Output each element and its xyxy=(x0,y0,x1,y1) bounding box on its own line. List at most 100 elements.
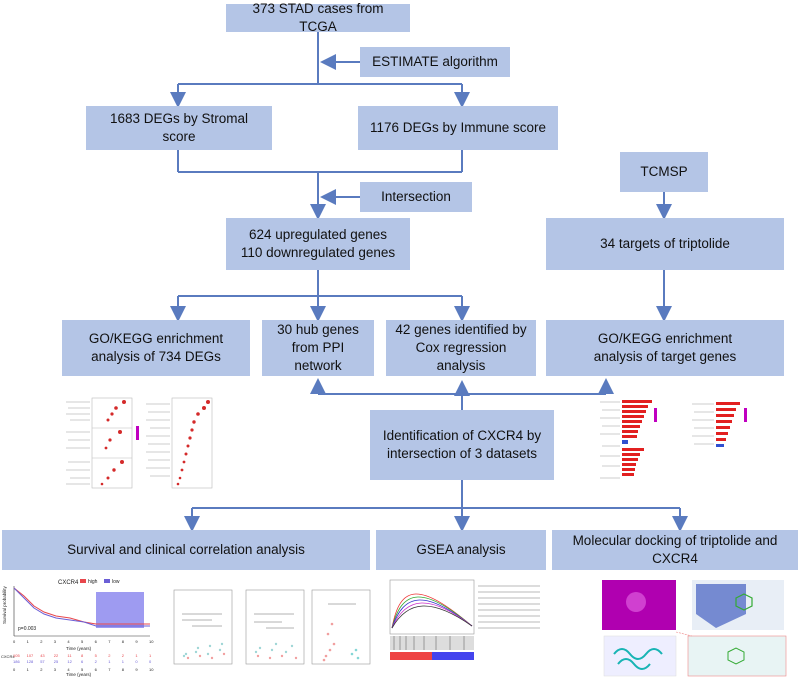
km-tick-label: 7 xyxy=(108,639,111,644)
km-risk-low-count: 0 xyxy=(149,659,152,664)
km-tick-label: 0 xyxy=(13,639,16,644)
km-risk-tick-label: 8 xyxy=(122,667,125,672)
clinical-correlation-boxplots xyxy=(162,574,374,678)
km-legend-low-swatch xyxy=(104,579,110,583)
upregulated-label: 624 upregulated genes xyxy=(248,226,388,242)
km-legend-low: low xyxy=(112,579,120,585)
km-risk-high-count: 11 xyxy=(67,653,72,658)
km-ylabel: Survival probability xyxy=(2,585,7,624)
km-xlabel: Time (years) xyxy=(66,646,92,651)
km-tick-label: 10 xyxy=(149,639,154,644)
km-risk-tick-label: 10 xyxy=(149,667,154,672)
km-risk-low-count: 1 xyxy=(108,659,111,664)
stromal-degs-label: 1683 DEGs by Stromal score xyxy=(109,110,249,144)
estimate-algorithm-box: ESTIMATE algorithm xyxy=(360,47,510,77)
km-risk-tick-label: 4 xyxy=(67,667,70,672)
gsea-analysis-box: GSEA analysis xyxy=(376,530,546,570)
cox-genes-line2: Cox regression analysis xyxy=(415,339,507,374)
triptolide-targets-label: 34 targets of triptolide xyxy=(600,235,730,251)
cxcr4-identification-box: Identification of CXCR4 by intersection … xyxy=(370,410,554,480)
intersection-box: Intersection xyxy=(360,182,472,212)
gsea-analysis-label: GSEA analysis xyxy=(416,541,506,557)
gokegg-degs-dotplots xyxy=(62,396,252,496)
tcmsp-label: TCMSP xyxy=(640,163,688,179)
km-risk-low-count: 128 xyxy=(27,659,34,664)
diff-genes-box: 624 upregulated genes 110 downregulated … xyxy=(226,218,410,270)
tcga-cases-label: 373 STAD cases from TCGA xyxy=(252,0,384,34)
molecular-docking-images xyxy=(596,574,792,678)
gokegg-degs-line2: analysis of 734 DEGs xyxy=(91,349,221,364)
km-tick-label: 4 xyxy=(67,639,70,644)
gokegg-degs-box: GO/KEGG enrichment analysis of 734 DEGs xyxy=(62,320,250,376)
km-risk-high-count: 2 xyxy=(122,653,125,658)
km-risk-high-count: 1 xyxy=(149,653,152,658)
km-tick-label: 9 xyxy=(135,639,138,644)
km-risk-low-count: 0 xyxy=(135,659,138,664)
km-legend-high-swatch xyxy=(80,579,86,583)
downregulated-label: 110 downregulated genes xyxy=(240,245,396,260)
km-tick-label: 3 xyxy=(54,639,57,644)
km-risk-low-count: 186 xyxy=(13,659,20,664)
cxcr4-line1: Identification of CXCR4 by xyxy=(382,427,542,443)
immune-degs-box: 1176 DEGs by Immune score xyxy=(358,106,558,150)
gsea-enrichment-plot xyxy=(380,574,552,678)
cox-genes-box: 42 genes identified by Cox regression an… xyxy=(386,320,536,376)
km-risk-high-count: 22 xyxy=(54,653,59,658)
gokegg-targets-box: GO/KEGG enrichment analysis of target ge… xyxy=(546,320,784,376)
km-tick-label: 8 xyxy=(122,639,125,644)
gokegg-targets-barplots xyxy=(596,396,756,492)
km-risk-high-count: 105 xyxy=(13,653,20,658)
estimate-algorithm-label: ESTIMATE algorithm xyxy=(372,53,498,69)
gokegg-targets-line1: GO/KEGG enrichment xyxy=(597,330,733,346)
km-curve-high xyxy=(13,587,150,625)
km-risk-tick-label: 6 xyxy=(95,667,98,672)
hub-genes-line2: from PPI network xyxy=(291,339,345,374)
hub-genes-line1: 30 hub genes xyxy=(277,321,359,337)
km-risk-low-count: 6 xyxy=(81,659,84,664)
km-risk-high-count: 5 xyxy=(95,653,98,658)
docking-label: Molecular docking of triptolide and CXCR… xyxy=(572,532,778,566)
survival-analysis-box: Survival and clinical correlation analys… xyxy=(2,530,370,570)
km-risk-high-count: 1 xyxy=(135,653,138,658)
cxcr4-line2: intersection of 3 datasets xyxy=(386,446,538,461)
km-risk-high-count: 107 xyxy=(27,653,34,658)
immune-degs-label: 1176 DEGs by Immune score xyxy=(369,119,547,135)
km-highlight-region xyxy=(96,592,144,628)
km-title: CXCR4 xyxy=(58,580,79,586)
km-tick-label: 1 xyxy=(27,639,30,644)
tcga-cases-box: 373 STAD cases from TCGA xyxy=(226,1,410,34)
gokegg-degs-line1: GO/KEGG enrichment xyxy=(88,330,224,346)
km-risk-tick-label: 5 xyxy=(81,667,84,672)
km-risk-low-count: 12 xyxy=(67,659,72,664)
intersection-label: Intersection xyxy=(381,188,451,204)
km-risk-label: CXCR4 xyxy=(1,654,15,659)
km-risk-high-count: 43 xyxy=(40,653,45,658)
km-risk-tick-label: 9 xyxy=(135,667,138,672)
km-risk-low-count: 1 xyxy=(122,659,125,664)
km-tick-label: 5 xyxy=(81,639,84,644)
docking-box: Molecular docking of triptolide and CXCR… xyxy=(552,530,798,570)
km-risk-tick-label: 2 xyxy=(40,667,43,672)
km-risk-tick-label: 0 xyxy=(13,667,16,672)
km-risk-tick-label: 3 xyxy=(54,667,57,672)
km-legend-high: high xyxy=(88,579,98,585)
km-risk-low-count: 57 xyxy=(40,659,45,664)
cox-genes-line1: 42 genes identified by xyxy=(395,321,527,337)
km-curve-low xyxy=(13,587,150,627)
km-risk-tick-label: 1 xyxy=(27,667,30,672)
km-survival-plot: CXCR4 high low Survival probability p=0.… xyxy=(0,574,158,678)
km-tick-label: 6 xyxy=(95,639,98,644)
km-risk-tick-label: 7 xyxy=(108,667,111,672)
km-risk-high-count: 2 xyxy=(108,653,111,658)
km-xlabel-risk: Time (years) xyxy=(66,672,92,677)
stromal-degs-box: 1683 DEGs by Stromal score xyxy=(86,106,272,150)
km-tick-label: 2 xyxy=(40,639,43,644)
triptolide-targets-box: 34 targets of triptolide xyxy=(546,218,784,270)
km-risk-high-count: 8 xyxy=(81,653,84,658)
km-risk-low-count: 25 xyxy=(54,659,59,664)
survival-analysis-label: Survival and clinical correlation analys… xyxy=(67,541,305,557)
km-pvalue: p=0.003 xyxy=(18,626,36,632)
km-risk-low-count: 2 xyxy=(95,659,98,664)
hub-genes-box: 30 hub genes from PPI network xyxy=(262,320,374,376)
